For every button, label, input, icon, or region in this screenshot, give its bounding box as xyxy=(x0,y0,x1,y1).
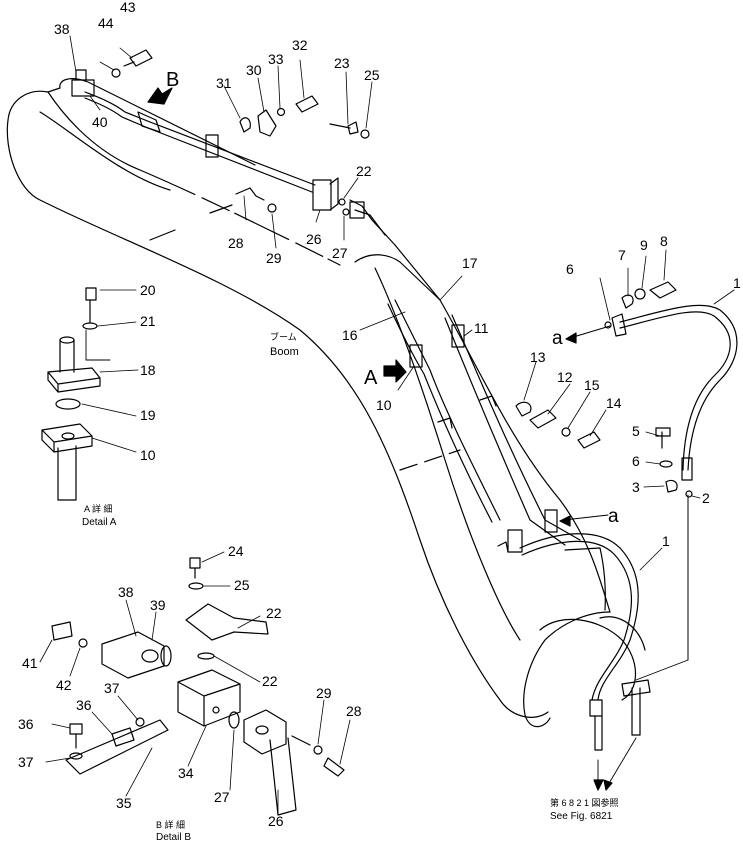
callout-label: 22 xyxy=(266,605,282,621)
callout-label: 28 xyxy=(228,235,244,251)
callout-label: 3 xyxy=(632,479,640,495)
callout-label: 17 xyxy=(462,255,478,271)
view-label-a: A xyxy=(364,367,378,389)
callout-label: 22 xyxy=(262,673,278,689)
leader-lines xyxy=(39,35,735,815)
callout-label: 26 xyxy=(268,813,284,829)
callout-label: 25 xyxy=(234,577,250,593)
callout-label: 36 xyxy=(18,716,34,732)
lower-pipe-assembly xyxy=(387,244,581,553)
callout-label: 20 xyxy=(140,282,156,298)
callout-label: 9 xyxy=(640,237,648,253)
detail-b-title-jp: B 詳 細 xyxy=(156,819,185,830)
loose-hardware xyxy=(111,49,693,661)
callout-label: 10 xyxy=(140,447,156,463)
callout-label: 6 xyxy=(632,453,640,469)
callout-label: 40 xyxy=(92,114,108,130)
callout-label: 10 xyxy=(376,397,392,413)
callout-label: 37 xyxy=(104,680,120,696)
callout-label: 32 xyxy=(292,37,308,53)
callout-label: 33 xyxy=(268,51,284,67)
view-arrow-b-icon xyxy=(147,87,173,105)
hose-1-lower xyxy=(519,533,639,717)
see-figure-jp: 第 6 8 2 1 図参照 xyxy=(550,797,619,808)
callout-label: 16 xyxy=(342,327,358,343)
callout-label: 2 xyxy=(702,490,710,506)
detail-a-title-jp: A 詳 細 xyxy=(84,503,113,514)
callout-label: 38 xyxy=(54,21,70,37)
callout-label: 1 xyxy=(662,533,670,549)
callout-label: 36 xyxy=(76,697,92,713)
detail-a-title-en: Detail A xyxy=(82,517,117,528)
boom-label-en: Boom xyxy=(270,346,299,358)
callout-label: 12 xyxy=(557,369,573,385)
connection-mark-lower: a xyxy=(608,506,619,527)
callout-label: 25 xyxy=(364,67,380,83)
callout-label: 26 xyxy=(306,231,322,247)
callout-label: 29 xyxy=(266,250,282,266)
callout-label: 6 xyxy=(566,261,574,277)
callout-label: 29 xyxy=(316,685,332,701)
callout-label: 37 xyxy=(18,754,34,770)
callout-label: 19 xyxy=(140,407,156,423)
boom-body xyxy=(6,78,646,728)
callout-label: 22 xyxy=(356,163,372,179)
callout-label: 18 xyxy=(140,362,156,378)
callout-label: 42 xyxy=(56,677,72,693)
detail-a xyxy=(41,287,111,501)
callout-label: 39 xyxy=(150,597,166,613)
callout-label: 7 xyxy=(618,247,626,263)
callout-label: 31 xyxy=(216,75,232,91)
callout-label: 5 xyxy=(632,423,640,439)
callout-label: 34 xyxy=(178,765,194,781)
callout-label: 1 xyxy=(733,275,741,291)
callout-label: 13 xyxy=(530,349,546,365)
callout-label: 23 xyxy=(334,55,350,71)
callout-label: 41 xyxy=(22,655,38,671)
connection-mark-upper: a xyxy=(552,328,563,349)
callout-label: 43 xyxy=(120,0,136,15)
callout-label: 27 xyxy=(332,245,348,261)
callout-label: 15 xyxy=(584,377,600,393)
see-figure-en: See Fig. 6821 xyxy=(550,811,613,822)
callout-label: 21 xyxy=(140,313,156,329)
view-arrow-a-icon xyxy=(383,359,407,383)
callout-label: 27 xyxy=(214,789,230,805)
upper-pipe-assembly xyxy=(71,69,396,246)
callout-label: 35 xyxy=(116,795,132,811)
callout-label: 28 xyxy=(346,703,362,719)
view-label-b: B xyxy=(166,69,179,91)
callout-label: 30 xyxy=(246,62,262,78)
boom-label-jp: ブーム xyxy=(270,331,297,342)
callout-label: 11 xyxy=(474,320,489,336)
callout-label: 38 xyxy=(118,584,134,600)
callout-label: 14 xyxy=(606,395,622,411)
callout-labels: 38 44 43 40 31 30 33 32 23 25 22 28 29 2… xyxy=(18,0,741,843)
detail-b-title-en: Detail B xyxy=(156,832,191,841)
hose-1-upper xyxy=(611,304,738,481)
callout-label: 24 xyxy=(228,543,244,559)
detail-b xyxy=(51,557,345,816)
view-arrows xyxy=(147,87,611,527)
callout-label: 44 xyxy=(98,15,114,31)
callout-label: 8 xyxy=(660,233,668,249)
